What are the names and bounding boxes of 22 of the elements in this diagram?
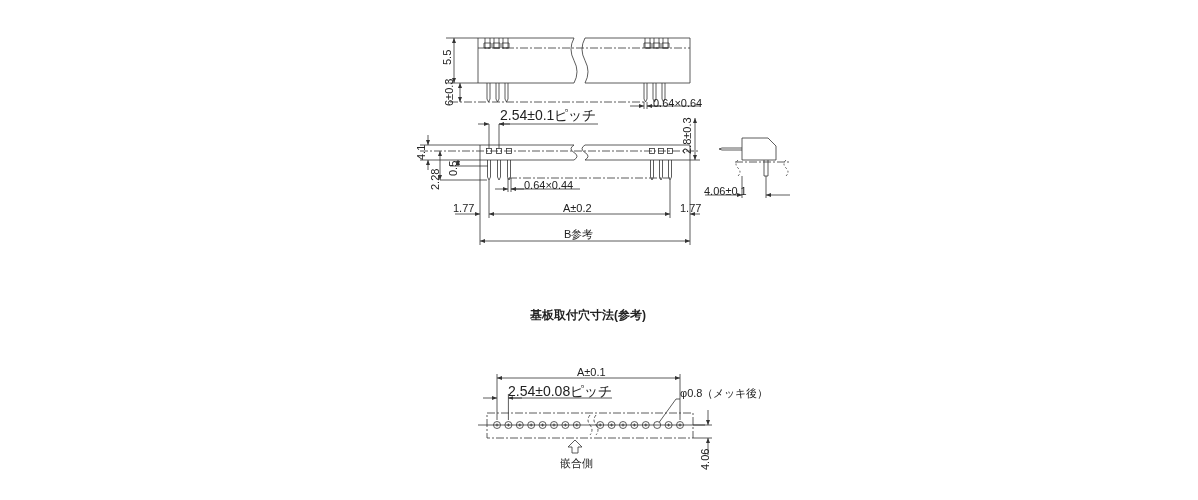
dimension-label: 0.64×0.64: [653, 97, 703, 109]
note-label: 嵌合側: [560, 457, 593, 469]
mounting-hole: [653, 421, 662, 429]
dimension-label: 2.28: [429, 168, 441, 190]
dimension-label: 2.54±0.08ピッチ: [508, 383, 613, 399]
dimension-label: 6±0.3: [443, 78, 455, 106]
dimension-label: 2.8±0.3: [681, 117, 693, 154]
dimension-label: 1.77: [453, 202, 475, 214]
leader-line: [658, 398, 681, 423]
dimension-label: 0.64×0.44: [524, 179, 574, 191]
dimension-label: A±0.2: [563, 202, 592, 214]
callout-label: φ0.8（メッキ後）: [680, 387, 769, 399]
dimension-label: 1.77: [680, 202, 702, 214]
dimension-label: 4.06: [699, 448, 711, 470]
section-heading: 基板取付穴寸法(参考): [530, 308, 646, 322]
dimension-label: 2.54±0.1ピッチ: [500, 107, 597, 123]
dimension-label: B参考: [564, 228, 594, 240]
dimension-label: 4.1: [415, 144, 427, 160]
dimension-label: 4.06±0.1: [704, 185, 747, 197]
dimension-label: A±0.1: [577, 366, 606, 378]
dimension-label: 0.5: [447, 160, 459, 176]
dimension-label: 5.5: [441, 49, 453, 65]
